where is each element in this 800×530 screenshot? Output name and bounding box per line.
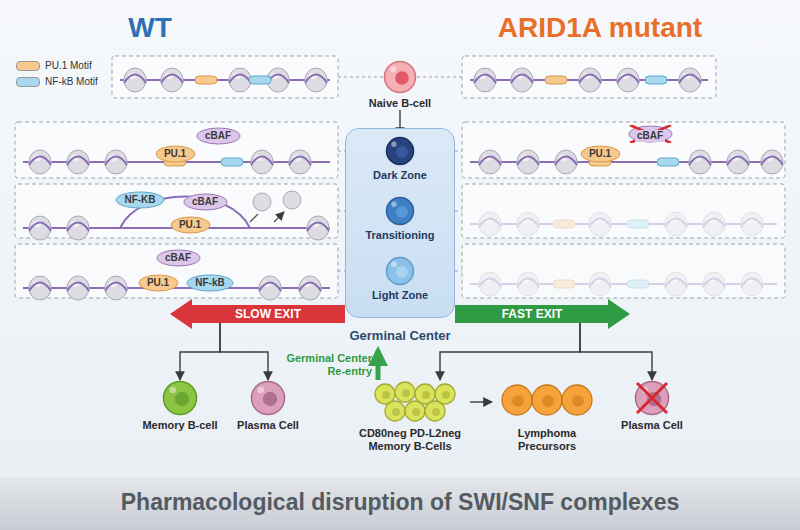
banner-text: Pharmacological disruption of SWI/SNF co… — [121, 489, 680, 516]
dashed-panel — [15, 244, 338, 298]
node-label: CD80neg PD-L2neg Memory B-Cells — [350, 427, 470, 453]
guide-line — [338, 211, 345, 212]
chromatin-row — [23, 276, 330, 300]
protein-ellipse: cBAF — [628, 125, 673, 143]
legend-text: NF-kB Motif — [45, 76, 98, 87]
legend: PU.1 MotifNF-kB Motif — [16, 60, 98, 92]
cell-symbol — [385, 196, 415, 226]
cell-node: Transitioning — [345, 196, 455, 242]
edge-label: SLOW EXIT — [235, 307, 301, 321]
node-label: Dark Zone — [345, 169, 455, 182]
node-label: cBAF — [183, 193, 228, 211]
protein-ellipse: PU.1 — [170, 216, 211, 234]
guide-line — [455, 211, 462, 212]
cell-node: Plasma Cell — [612, 380, 692, 432]
node-label: Plasma Cell — [612, 419, 692, 432]
legend-text: PU.1 Motif — [45, 60, 92, 71]
node-label: Germinal Center — [335, 328, 465, 343]
guide-line — [455, 151, 462, 152]
cell-symbol — [250, 380, 286, 416]
node-label: NF-kB — [186, 274, 234, 292]
column-heading: ARID1A mutant — [498, 12, 702, 44]
protein-ellipse: PU.1 — [155, 145, 196, 163]
dashed-panel — [112, 56, 338, 98]
legend-swatch — [16, 61, 40, 71]
dashed-panel — [462, 56, 716, 98]
edge-label: FAST EXIT — [502, 307, 563, 321]
germinal-center: Germinal CenterDark ZoneTransitioningLig… — [345, 128, 455, 350]
cluster-symbol — [492, 380, 602, 424]
protein-ellipse: PU.1 — [580, 145, 621, 163]
protein-ellipse: cBAF — [196, 127, 241, 145]
dashed-panel — [462, 122, 785, 178]
cell-cluster: Lymphoma Precursors — [492, 380, 602, 453]
fast-exit-arrow — [455, 299, 630, 329]
node-label: cBAF — [635, 130, 665, 142]
node-label: cBAF — [196, 127, 241, 145]
chromatin-rows — [15, 56, 785, 300]
connector — [376, 350, 381, 380]
legend-swatch — [16, 77, 40, 87]
protein-ellipse: cBAF — [156, 249, 201, 267]
chromatin-row — [470, 68, 708, 92]
node-label: PU.1 — [170, 216, 211, 234]
node-label: Naive B-cell — [350, 97, 450, 110]
cell-node: Naive B-cell — [350, 60, 450, 110]
dashed-panel — [462, 244, 785, 298]
cell-node: Dark Zone — [345, 136, 455, 182]
cell-node: Light Zone — [345, 256, 455, 302]
protein-ellipse: PU.1 — [138, 274, 179, 292]
column-heading: WT — [128, 12, 172, 44]
cell-symbol — [634, 380, 670, 416]
dashed-panel — [462, 184, 785, 238]
cell-cluster: CD80neg PD-L2neg Memory B-Cells — [350, 380, 470, 453]
chromatin-row — [470, 272, 777, 296]
dashed-panel — [15, 122, 338, 178]
guide-line — [338, 77, 383, 78]
chromatin-row — [120, 68, 330, 92]
node-label: Plasma Cell — [228, 419, 308, 432]
edge-label: Germinal Center Re-entry — [286, 352, 372, 378]
node-label: Transitioning — [345, 229, 455, 242]
connector — [220, 314, 345, 380]
protein-ellipse: NF-kB — [186, 274, 234, 292]
cell-symbol — [385, 136, 415, 166]
guide-line — [417, 77, 462, 78]
chromatin-row — [470, 150, 783, 174]
cluster-symbol — [350, 380, 470, 424]
protein-ellipse: NF-KB — [115, 191, 165, 209]
node-label: PU.1 — [138, 274, 179, 292]
chromatin-row — [470, 212, 777, 236]
node-label: Memory B-cell — [140, 419, 220, 432]
connector — [440, 314, 580, 380]
chromatin-row — [23, 191, 330, 240]
node-label: NF-KB — [115, 191, 165, 209]
cell-symbol — [162, 380, 198, 416]
guide-line — [338, 271, 345, 272]
guide-line — [338, 151, 345, 152]
cell-symbol — [385, 256, 415, 286]
node-label: Light Zone — [345, 289, 455, 302]
node-label: PU.1 — [155, 145, 196, 163]
cell-symbol — [383, 60, 417, 94]
dashed-panel — [15, 184, 338, 238]
cell-node: Plasma Cell — [228, 380, 308, 432]
protein-ellipse: cBAF — [183, 193, 228, 211]
cell-node: Memory B-cell — [140, 380, 220, 432]
node-label: cBAF — [156, 249, 201, 267]
connector — [180, 314, 345, 380]
node-label: Lymphoma Precursors — [492, 427, 602, 453]
connector — [455, 314, 652, 380]
node-label: PU.1 — [580, 145, 621, 163]
connector — [470, 401, 492, 402]
guide-line — [455, 271, 462, 272]
slow-exit-arrow — [170, 299, 345, 329]
